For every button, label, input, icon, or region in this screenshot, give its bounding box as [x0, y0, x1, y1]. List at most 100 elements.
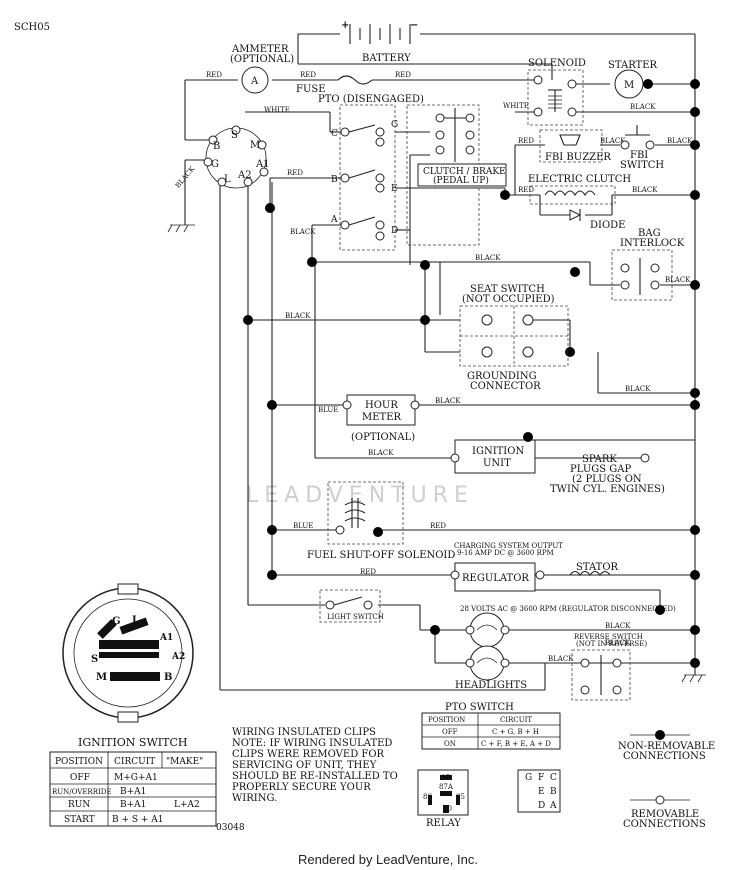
- svg-text:STATOR: STATOR: [576, 562, 619, 573]
- svg-text:B: B: [164, 672, 172, 683]
- svg-text:D: D: [538, 801, 545, 811]
- document-id: SCH05: [14, 22, 50, 33]
- svg-text:B: B: [550, 787, 557, 797]
- svg-text:B+A1: B+A1: [120, 787, 146, 797]
- svg-text:UNIT: UNIT: [483, 458, 511, 469]
- svg-text:BLACK: BLACK: [475, 254, 501, 262]
- electric-clutch: ELECTRIC CLUTCH DIODE RED BLACK: [518, 174, 658, 231]
- svg-text:G: G: [112, 616, 121, 627]
- wiring-note: WIRING INSULATED CLIPS NOTE: IF WIRING I…: [232, 727, 398, 804]
- svg-text:D: D: [391, 226, 398, 236]
- svg-text:BLACK: BLACK: [665, 276, 691, 284]
- svg-text:BLACK: BLACK: [600, 137, 626, 145]
- svg-text:C + G, B + H: C + G, B + H: [492, 728, 539, 736]
- svg-text:CONNECTOR: CONNECTOR: [470, 381, 541, 392]
- svg-text:CONNECTIONS: CONNECTIONS: [623, 819, 706, 830]
- fbi-buzzer: FBI BUZZER RED BLACK: [518, 129, 626, 163]
- svg-text:(NOT IN REVERSE): (NOT IN REVERSE): [576, 640, 647, 648]
- svg-text:START: START: [64, 815, 95, 825]
- svg-text:AMMETER: AMMETER: [231, 44, 289, 55]
- svg-text:BLACK: BLACK: [285, 312, 311, 320]
- starter: STARTER M BLACK: [608, 60, 658, 111]
- svg-text:RED: RED: [300, 71, 316, 79]
- svg-text:NON-REMOVABLE: NON-REMOVABLE: [618, 741, 715, 752]
- svg-text:FUSE: FUSE: [296, 84, 326, 95]
- svg-text:SWITCH: SWITCH: [620, 160, 664, 171]
- svg-text:(OPTIONAL): (OPTIONAL): [230, 54, 294, 65]
- svg-text:RED: RED: [360, 568, 376, 576]
- svg-text:SOLENOID: SOLENOID: [528, 58, 586, 69]
- hour-meter: HOUR METER (OPTIONAL) BLUE BLACK: [318, 394, 461, 443]
- fuse: FUSE RED: [296, 71, 411, 95]
- svg-text:S: S: [231, 130, 238, 141]
- svg-text:RELAY: RELAY: [426, 818, 461, 829]
- svg-text:B+A1: B+A1: [120, 800, 146, 810]
- svg-text:A: A: [330, 215, 338, 225]
- svg-text:L: L: [132, 615, 139, 626]
- svg-text:LIGHT SWITCH: LIGHT SWITCH: [327, 613, 384, 621]
- svg-text:RED: RED: [395, 71, 411, 79]
- svg-text:M: M: [250, 140, 260, 151]
- watermark: LEADVENTURE: [246, 483, 474, 508]
- svg-text:WIRING INSULATED CLIPS: WIRING INSULATED CLIPS: [232, 727, 376, 738]
- svg-text:SEAT SWITCH: SEAT SWITCH: [470, 284, 545, 295]
- svg-text:BLACK: BLACK: [435, 397, 461, 405]
- svg-text:RUN/OVERRIDE: RUN/OVERRIDE: [52, 788, 111, 796]
- svg-text:L: L: [224, 174, 231, 185]
- svg-text:POSITION: POSITION: [428, 716, 465, 724]
- svg-text:SPARK: SPARK: [582, 454, 617, 465]
- svg-text:FUEL SHUT-OFF SOLENOID: FUEL SHUT-OFF SOLENOID: [307, 550, 455, 561]
- svg-text:IGNITION: IGNITION: [472, 446, 524, 457]
- svg-text:POSITION: POSITION: [55, 757, 103, 767]
- svg-text:(NOT OCCUPIED): (NOT OCCUPIED): [462, 294, 555, 305]
- svg-text:SERVICING OF UNIT, THEY: SERVICING OF UNIT, THEY: [232, 760, 377, 771]
- svg-text:RED: RED: [518, 186, 534, 194]
- svg-text:ELECTRIC CLUTCH: ELECTRIC CLUTCH: [528, 174, 631, 185]
- svg-text:FBI BUZZER: FBI BUZZER: [545, 152, 611, 163]
- connection-dots: [243, 79, 700, 668]
- svg-text:85: 85: [456, 793, 465, 801]
- svg-text:BLACK: BLACK: [605, 639, 631, 647]
- ignition-switch-terminals: S M B A1 G L A2 BLACK WHITE RED BLACK: [174, 106, 316, 236]
- svg-text:PLUGS GAP: PLUGS GAP: [570, 464, 631, 475]
- svg-text:M: M: [624, 80, 634, 91]
- svg-text:BAG: BAG: [638, 228, 661, 239]
- svg-text:C: C: [550, 773, 557, 783]
- seat-switch: SEAT SWITCH (NOT OCCUPIED) GROUNDING CON…: [285, 284, 651, 393]
- svg-text:C + F, B + E, A + D: C + F, B + E, A + D: [481, 740, 551, 748]
- svg-text:F: F: [538, 773, 544, 783]
- svg-text:BLACK: BLACK: [368, 449, 394, 457]
- svg-text:B: B: [213, 141, 220, 152]
- svg-text:BLACK: BLACK: [630, 103, 656, 111]
- svg-text:RED: RED: [518, 137, 534, 145]
- svg-text:+: +: [341, 20, 349, 31]
- bag-interlock: BAG INTERLOCK BLACK BLACK: [475, 228, 691, 301]
- svg-text:WHITE: WHITE: [264, 106, 290, 114]
- svg-text:03048: 03048: [216, 823, 245, 833]
- svg-text:RUN: RUN: [68, 800, 90, 810]
- svg-text:G: G: [525, 773, 532, 783]
- svg-text:S: S: [91, 654, 98, 665]
- svg-text:A2: A2: [171, 652, 185, 662]
- fbi-switch: FBI SWITCH BLACK: [620, 125, 693, 171]
- pto-switch: PTO (DISENGAGED) C G B E A D: [318, 94, 480, 251]
- svg-text:A2: A2: [237, 170, 252, 181]
- svg-text:NOTE: IF WIRING INSULATED: NOTE: IF WIRING INSULATED: [232, 738, 392, 749]
- battery: + − BATTERY: [341, 20, 418, 64]
- ammeter: AMMETER (OPTIONAL) A RED RED: [206, 44, 316, 94]
- fuel-shutoff-solenoid: FUEL SHUT-OFF SOLENOID BLUE RED: [293, 481, 455, 561]
- svg-text:28 VOLTS AC @ 3600 RPM (REGULA: 28 VOLTS AC @ 3600 RPM (REGULATOR DISCON…: [460, 605, 676, 613]
- ignition-table: POSITION CIRCUIT "MAKE" OFF M+G+A1 RUN/O…: [49, 751, 245, 833]
- svg-text:OFF: OFF: [70, 773, 90, 783]
- svg-text:REVERSE SWITCH: REVERSE SWITCH: [574, 633, 643, 641]
- svg-text:RED: RED: [430, 522, 446, 530]
- svg-text:G: G: [211, 159, 219, 170]
- svg-text:A1: A1: [255, 159, 270, 170]
- svg-text:BLACK: BLACK: [548, 655, 574, 663]
- solenoid: SOLENOID WHITE: [503, 58, 586, 126]
- svg-text:30: 30: [443, 805, 452, 813]
- svg-text:OFF: OFF: [442, 728, 458, 736]
- svg-text:BLUE: BLUE: [293, 522, 313, 530]
- svg-text:E: E: [391, 184, 398, 194]
